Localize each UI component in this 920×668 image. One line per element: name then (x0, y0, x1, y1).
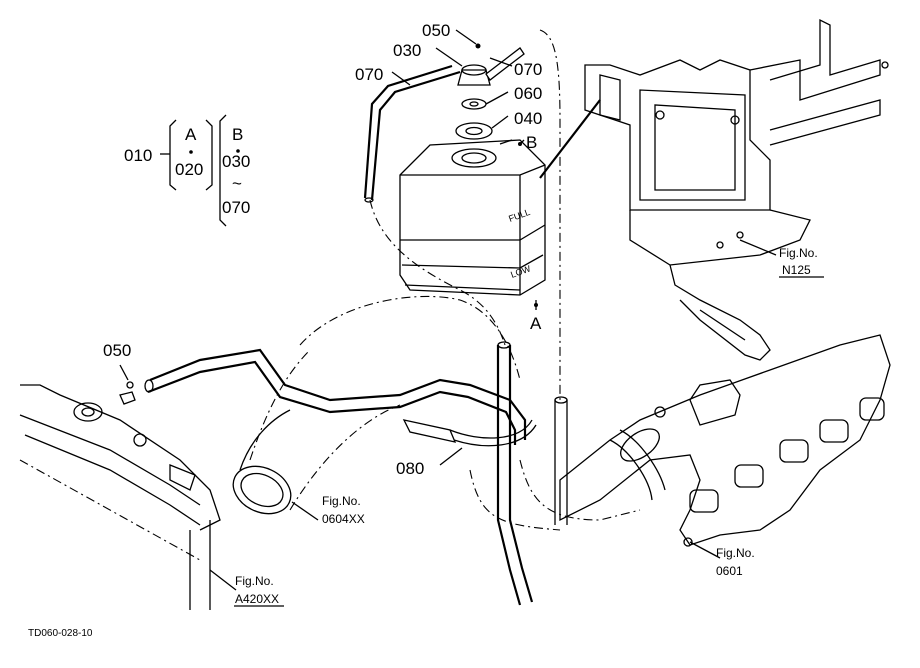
drawing-id: TD060-028-10 (28, 628, 93, 639)
figref-0604xx-caption: Fig.No. (322, 494, 361, 508)
legend-010: 010 (124, 146, 152, 165)
callout-040: 040 (514, 109, 542, 128)
callout-a-tank: A (530, 314, 542, 333)
callout-060: 060 (514, 84, 542, 103)
callout-030: 030 (393, 41, 421, 60)
bracket-assembly (584, 18, 889, 361)
overflow-hose (363, 64, 506, 346)
legend-group-b: B (232, 125, 243, 144)
callout-b-tank: B (526, 133, 537, 152)
parts-legend: 010 A 020 B 030 ~ 070 (124, 114, 250, 227)
figref-n125: Fig.No. N125 (779, 246, 824, 278)
figref-a420xx-caption: Fig.No. (235, 574, 274, 588)
legend-group-a: A (185, 125, 197, 144)
callout-070-left: 070 (355, 65, 383, 84)
leader-lines (119, 29, 777, 591)
main-hose (119, 348, 527, 445)
figref-0601: Fig.No. 0601 (716, 546, 755, 578)
hose-clamp (402, 419, 537, 447)
legend-dot-a (189, 150, 193, 154)
figref-a420xx: Fig.No. A420XX (234, 574, 284, 607)
vertical-pipes (469, 29, 641, 606)
legend-020: 020 (175, 160, 203, 179)
exhaust-manifold (559, 334, 891, 547)
figref-n125-code: N125 (782, 263, 811, 277)
legend-070: 070 (222, 198, 250, 217)
figref-0604xx: Fig.No. 0604XX (322, 494, 365, 526)
figref-n125-caption: Fig.No. (779, 246, 818, 260)
radiator (19, 384, 221, 610)
callout-050-left: 050 (103, 341, 131, 360)
legend-tilde: ~ (232, 174, 242, 193)
figref-0604xx-code: 0604XX (322, 512, 365, 526)
callout-070-right: 070 (514, 60, 542, 79)
legend-030: 030 (222, 152, 250, 171)
callout-080: 080 (396, 459, 424, 478)
figref-a420xx-code: A420XX (235, 592, 279, 606)
figref-0601-code: 0601 (716, 564, 743, 578)
callout-050-top: 050 (422, 21, 450, 40)
legend-dot-b (236, 149, 240, 153)
reservoir-tank (399, 139, 546, 296)
figref-0601-caption: Fig.No. (716, 546, 755, 560)
